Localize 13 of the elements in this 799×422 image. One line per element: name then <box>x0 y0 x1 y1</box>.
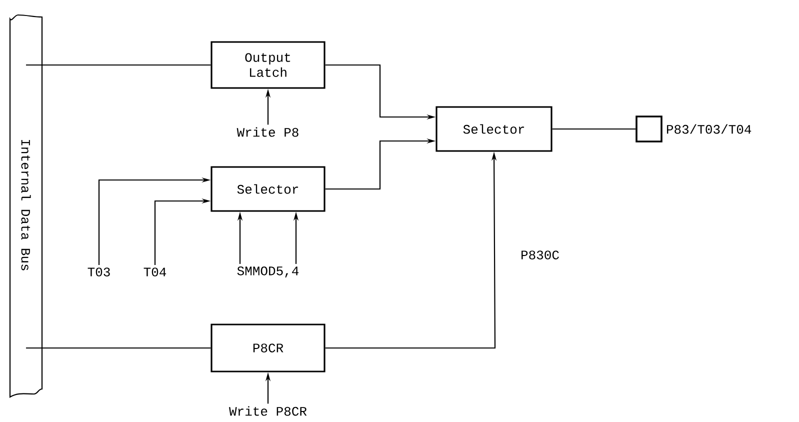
pin-label: P83/T03/T04 <box>667 124 752 134</box>
signal-label: Write P8CR <box>229 406 307 416</box>
block-box: P8CR <box>210 324 326 372</box>
block-box: Output Latch <box>210 41 326 89</box>
signal-label: T03 <box>88 268 110 276</box>
pin-square <box>636 116 662 142</box>
block-box: Selector <box>210 166 326 212</box>
data-bus-band: Internal Data Bus <box>9 14 43 398</box>
signal-label: Write P8 <box>236 127 298 137</box>
signal-label: SMMOD5,4 <box>237 266 299 278</box>
signal-label: T04 <box>144 268 166 276</box>
block-box: Selector <box>436 106 552 152</box>
edge-label: P830C <box>520 250 560 260</box>
